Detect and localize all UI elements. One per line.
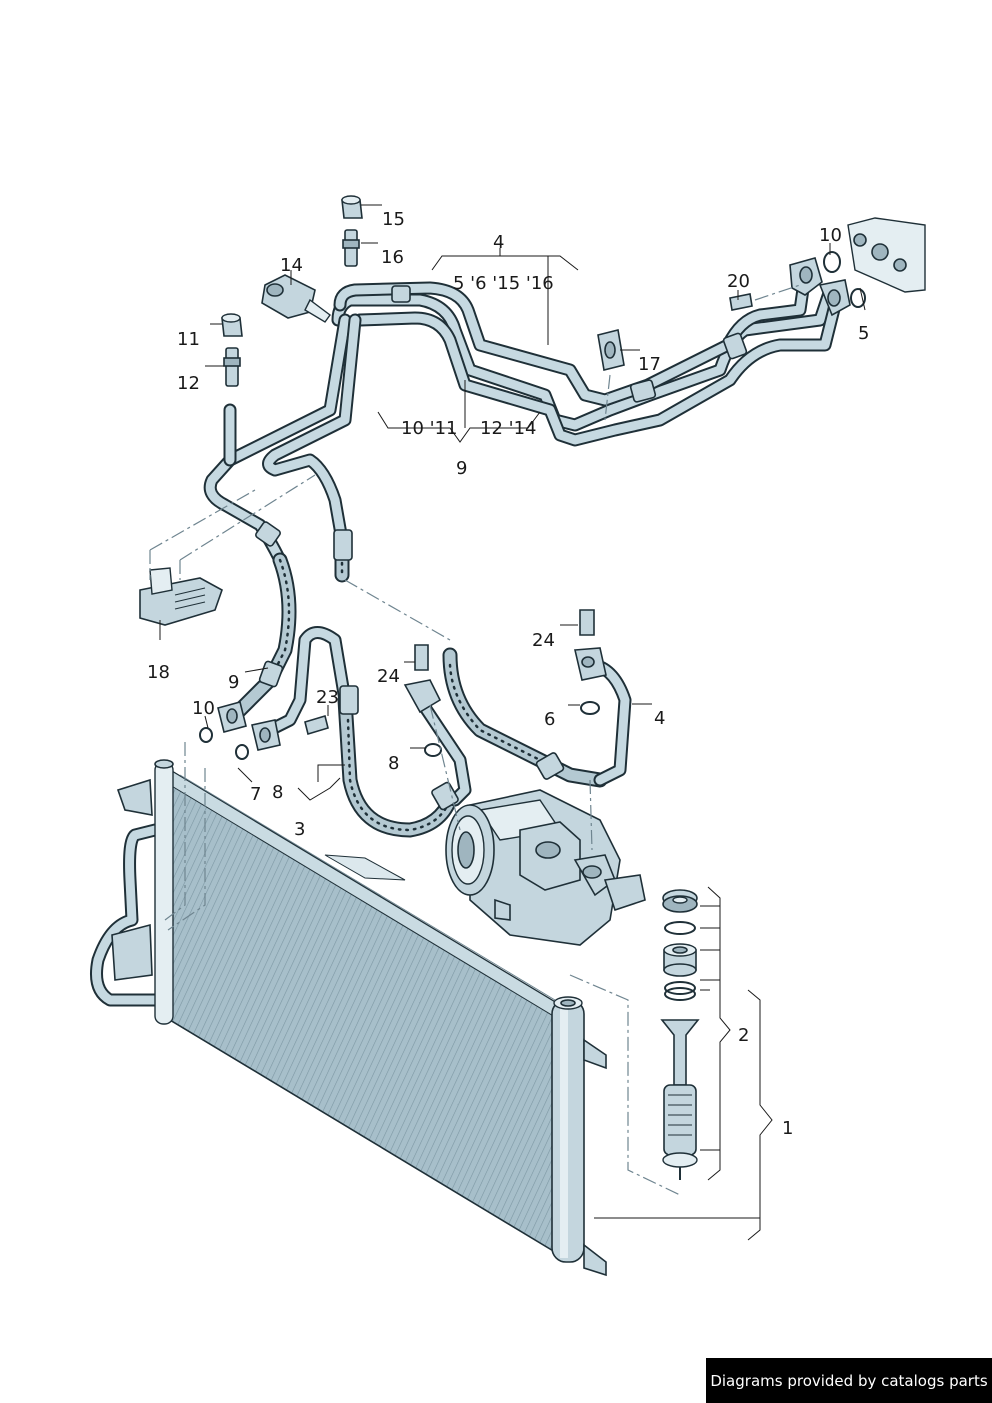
- callout-9-top: 9: [456, 458, 467, 479]
- callout-18: 18: [147, 662, 170, 683]
- callout-2: 2: [738, 1025, 749, 1046]
- footer-text: Diagrams provided by catalogs parts: [710, 1371, 988, 1390]
- callout-17: 17: [638, 354, 661, 375]
- callout-5-group: 5 '6 '15 '16: [453, 273, 554, 294]
- hose-fittings: [255, 285, 748, 811]
- callout-16: 16: [381, 247, 404, 268]
- dryer-cartridge-set: [569, 889, 700, 1196]
- ac-compressor: [445, 789, 646, 946]
- callout-6: 6: [544, 709, 555, 730]
- callout-14: 14: [280, 255, 303, 276]
- refrigerant-lines: [203, 268, 842, 838]
- callout-12-group: 12 '14: [480, 418, 536, 439]
- callout-1: 1: [782, 1118, 793, 1139]
- dash-leaders: [149, 284, 801, 851]
- callout-5-right: 5: [858, 323, 869, 344]
- callout-24-left: 24: [377, 666, 400, 687]
- callout-12: 12: [177, 373, 200, 394]
- callout-7: 7: [250, 784, 261, 805]
- callout-10-top: 10: [819, 225, 842, 246]
- callout-23: 23: [316, 687, 339, 708]
- callout-11: 11: [177, 329, 200, 350]
- callout-24-right: 24: [532, 630, 555, 651]
- callout-15: 15: [382, 209, 405, 230]
- callout-8-left: 8: [388, 753, 399, 774]
- callout-4-top: 4: [493, 232, 504, 253]
- small-parts: [139, 195, 926, 760]
- callout-9-left: 9: [228, 672, 239, 693]
- callout-10-left: 10: [192, 698, 215, 719]
- callout-8-mid: 8: [272, 782, 283, 803]
- leader-lines: [159, 204, 866, 1241]
- condenser: [90, 742, 607, 1277]
- callout-10-group: 10 '11: [401, 418, 457, 439]
- footer-credit: Diagrams provided by catalogs parts: [706, 1358, 992, 1403]
- callout-4-right: 4: [654, 708, 665, 729]
- callout-labels: 1 2 3 4 4 5 '6 '15 '16 5 6 7 8 8 9 9 10 …: [147, 209, 869, 1139]
- callout-20: 20: [727, 271, 750, 292]
- callout-3: 3: [294, 819, 305, 840]
